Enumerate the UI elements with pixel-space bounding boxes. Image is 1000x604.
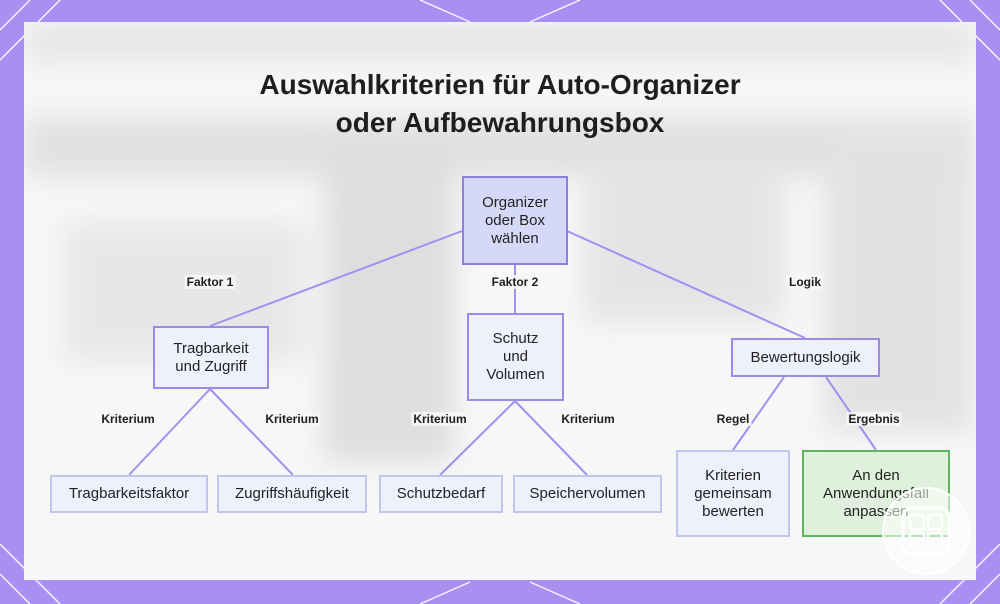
node-line: Schutz: [492, 330, 539, 347]
node-line: Schutzbedarf: [396, 485, 486, 502]
node-line: Volumen: [486, 366, 545, 383]
edge-label-ergebnis: Ergebnis: [846, 412, 902, 426]
node-zugriffshaeufigkeit: Zugriffshäufigkeit: [217, 475, 367, 513]
title-line-1: Auswahlkriterien für Auto-Organizer: [259, 69, 741, 100]
node-schutzbedarf: Schutzbedarf: [379, 475, 503, 513]
edge-schutz-bedarf: [439, 400, 516, 476]
edge-label-kriterium-4: Kriterium: [559, 412, 617, 426]
background-image: [24, 22, 976, 462]
grid-logo-icon: [882, 487, 970, 575]
node-line: und Zugriff: [175, 357, 247, 375]
edge-label-faktor-1: Faktor 1: [184, 275, 236, 289]
edges: [128, 230, 877, 476]
node-line: Kriterien: [705, 466, 761, 484]
node-line: bewerten: [702, 502, 764, 520]
node-line: oder Box: [484, 211, 546, 229]
node-line: Speichervolumen: [529, 485, 646, 502]
edge-root-tragbarkeit: [209, 230, 463, 327]
node-line: Tragbarkeitsfaktor: [68, 485, 190, 502]
node-line: An den: [852, 466, 900, 484]
node-kriterien-gemeinsam-bewerten: Kriterien gemeinsam bewerten: [676, 450, 790, 537]
node-tragbarkeitsfaktor: Tragbarkeitsfaktor: [50, 475, 208, 513]
title-line-2: oder Aufbewahrungsbox: [335, 107, 665, 138]
edge-label-faktor-2: Faktor 2: [489, 275, 541, 289]
node-schutz-und-volumen: Schutz und Volumen: [467, 313, 564, 401]
edge-label-logik: Logik: [787, 275, 823, 289]
node-line: Zugriffshäufigkeit: [235, 485, 349, 502]
diagram-card: Auswahlkriterien für Auto-Organizer oder…: [24, 22, 976, 580]
node-tragbarkeit-und-zugriff: Tragbarkeit und Zugriff: [153, 326, 269, 389]
edge-schutz-speicher: [514, 400, 588, 476]
node-line: und: [502, 348, 529, 365]
edge-bewertung-kriterien: [732, 376, 785, 451]
edge-label-kriterium-1: Kriterium: [99, 412, 157, 426]
edge-label-regel: Regel: [714, 412, 752, 426]
edge-root-bewertung: [566, 230, 806, 339]
edge-label-kriterium-3: Kriterium: [411, 412, 469, 426]
edge-label-kriterium-2: Kriterium: [263, 412, 321, 426]
diagram-title: Auswahlkriterien für Auto-Organizer oder…: [24, 66, 976, 142]
node-line: Bewertungslogik: [750, 348, 861, 366]
node-line: Organizer: [482, 193, 548, 211]
node-speichervolumen: Speichervolumen: [513, 475, 662, 513]
node-organizer-oder-box: Organizer oder Box wählen: [462, 176, 568, 265]
node-line: wählen: [491, 229, 539, 247]
node-line: gemeinsam: [694, 484, 772, 502]
edge-tragbarkeit-zugriff: [209, 388, 294, 476]
edge-tragbarkeit-faktor: [128, 388, 211, 476]
node-bewertungslogik: Bewertungslogik: [731, 338, 880, 377]
node-line: Tragbarkeit: [173, 339, 249, 357]
